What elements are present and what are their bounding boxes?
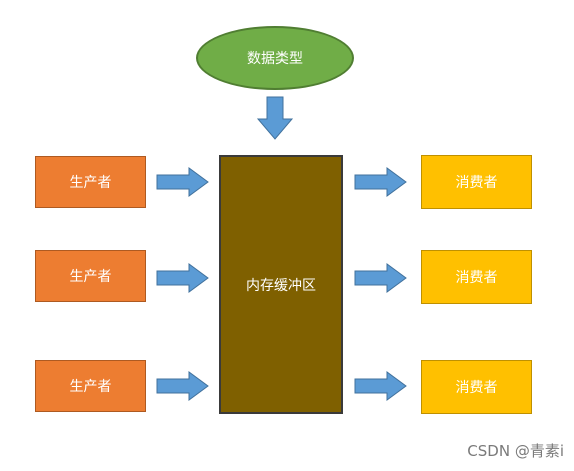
- producer-label-3: 生产者: [69, 379, 112, 395]
- memory-buffer-label: 内存缓冲区: [246, 277, 316, 294]
- memory-buffer-node: 内存缓冲区: [219, 155, 343, 414]
- data-type-label: 数据类型: [247, 51, 303, 67]
- consumer-node-1: 消费者: [421, 155, 532, 209]
- producer-arrow-icon-2: [156, 263, 209, 293]
- consumer-arrow-icon-2: [354, 263, 407, 293]
- consumer-label-2: 消费者: [455, 270, 498, 286]
- consumer-label-3: 消费者: [455, 380, 498, 396]
- producer-arrow-icon-1: [156, 167, 209, 197]
- watermark: CSDN @青素i: [467, 442, 564, 460]
- data-type-node: 数据类型: [196, 26, 354, 90]
- producer-label-2: 生产者: [69, 269, 112, 285]
- consumer-node-2: 消费者: [421, 250, 532, 304]
- consumer-node-3: 消费者: [421, 360, 532, 414]
- producer-label-1: 生产者: [69, 175, 112, 191]
- consumer-label-1: 消费者: [455, 175, 498, 191]
- down-arrow-icon: [256, 96, 294, 140]
- producer-node-1: 生产者: [35, 156, 146, 208]
- consumer-arrow-icon-3: [354, 371, 407, 401]
- producer-node-3: 生产者: [35, 360, 146, 412]
- consumer-arrow-icon-1: [354, 167, 407, 197]
- producer-arrow-icon-3: [156, 371, 209, 401]
- producer-node-2: 生产者: [35, 250, 146, 302]
